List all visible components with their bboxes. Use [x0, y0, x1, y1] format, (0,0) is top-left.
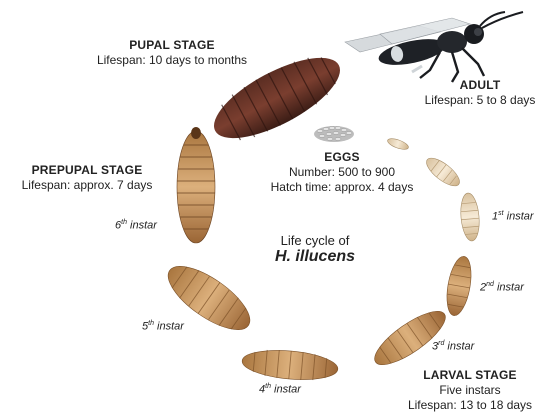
instar-label-4: 4th instar: [259, 383, 301, 396]
instar-label-5: 5th instar: [142, 320, 184, 333]
diagram-title-line1: Life cycle of: [250, 233, 380, 248]
larva-3rd-instar-illustration: [368, 302, 453, 373]
larval-stage-title: LARVAL STAGE: [395, 368, 545, 383]
eggs-stage-label: EGGS Number: 500 to 900 Hatch time: appr…: [262, 150, 422, 195]
prepupal-stage-title: PREPUPAL STAGE: [2, 163, 172, 178]
larval-stage-label: LARVAL STAGE Five instars Lifespan: 13 t…: [395, 368, 545, 413]
instar-label-1: 1st instar: [492, 210, 534, 223]
adult-fly-illustration: [345, 12, 523, 82]
eggs-hatch-time: Hatch time: approx. 4 days: [262, 180, 422, 195]
adult-stage-title: ADULT: [413, 78, 546, 93]
larva-4th-instar-illustration: [241, 347, 339, 383]
eggs-stage-title: EGGS: [262, 150, 422, 165]
instar-label-6: 6th instar: [115, 219, 157, 232]
pupal-stage-detail: Lifespan: 10 days to months: [97, 53, 247, 67]
adult-stage-label: ADULT Lifespan: 5 to 8 days: [413, 78, 546, 108]
diagram-title-species: H. illucens: [250, 248, 380, 266]
diagram-title: Life cycle of H. illucens: [250, 233, 380, 266]
adult-stage-detail: Lifespan: 5 to 8 days: [425, 93, 536, 107]
larva-2nd-instar-illustration: [443, 255, 475, 318]
larval-stage-detail-1: Five instars: [395, 383, 545, 398]
instar-label-3: 3rd instar: [432, 340, 474, 353]
prepupal-stage-label: PREPUPAL STAGE Lifespan: approx. 7 days: [2, 163, 172, 193]
prepupal-stage-detail: Lifespan: approx. 7 days: [22, 178, 153, 192]
eggs-illustration: [314, 126, 354, 142]
pupal-stage-title: PUPAL STAGE: [82, 38, 262, 53]
prepupa-illustration: [177, 127, 215, 243]
early-larva-illustration: [422, 153, 463, 190]
instar-label-2: 2nd instar: [480, 281, 524, 294]
larval-stage-detail-2: Lifespan: 13 to 18 days: [395, 398, 545, 413]
larva-1st-instar-illustration: [459, 192, 481, 241]
eggs-number: Number: 500 to 900: [262, 165, 422, 180]
pupal-stage-label: PUPAL STAGE Lifespan: 10 days to months: [82, 38, 262, 68]
